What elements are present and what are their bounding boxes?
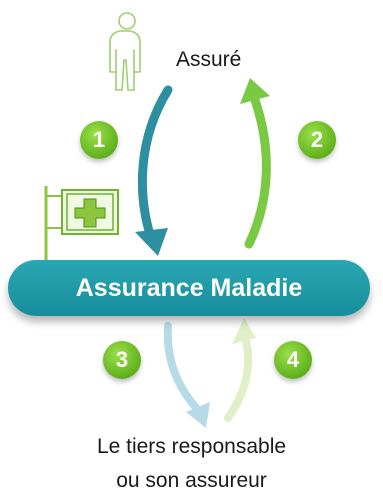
bottom-actor-line-1: Le tiers responsable <box>96 435 287 458</box>
step-badge-2: 2 <box>298 121 336 159</box>
step-number: 1 <box>92 127 106 152</box>
step-number: 2 <box>310 127 324 152</box>
pharmacy-cross-sign-icon <box>44 186 119 262</box>
step-number: 3 <box>115 347 129 372</box>
step-badge-1: 1 <box>80 121 118 159</box>
arrow-step-3 <box>163 322 210 428</box>
top-actor-label: Assuré <box>176 48 242 71</box>
center-node-label: Assurance Maladie <box>75 273 303 302</box>
center-node-bar: Assurance Maladie <box>8 260 370 316</box>
bottom-actor-label: Le tiers responsable ou son assureur <box>0 430 383 498</box>
arrow-step-2 <box>240 78 271 249</box>
bottom-actor-line-2: ou son assureur <box>116 469 267 492</box>
step-number: 4 <box>286 347 300 372</box>
step-badge-4: 4 <box>274 341 312 379</box>
arrow-step-1 <box>135 85 173 256</box>
person-outline-icon <box>109 12 141 91</box>
arrow-step-4 <box>224 318 256 422</box>
step-badge-3: 3 <box>103 341 141 379</box>
